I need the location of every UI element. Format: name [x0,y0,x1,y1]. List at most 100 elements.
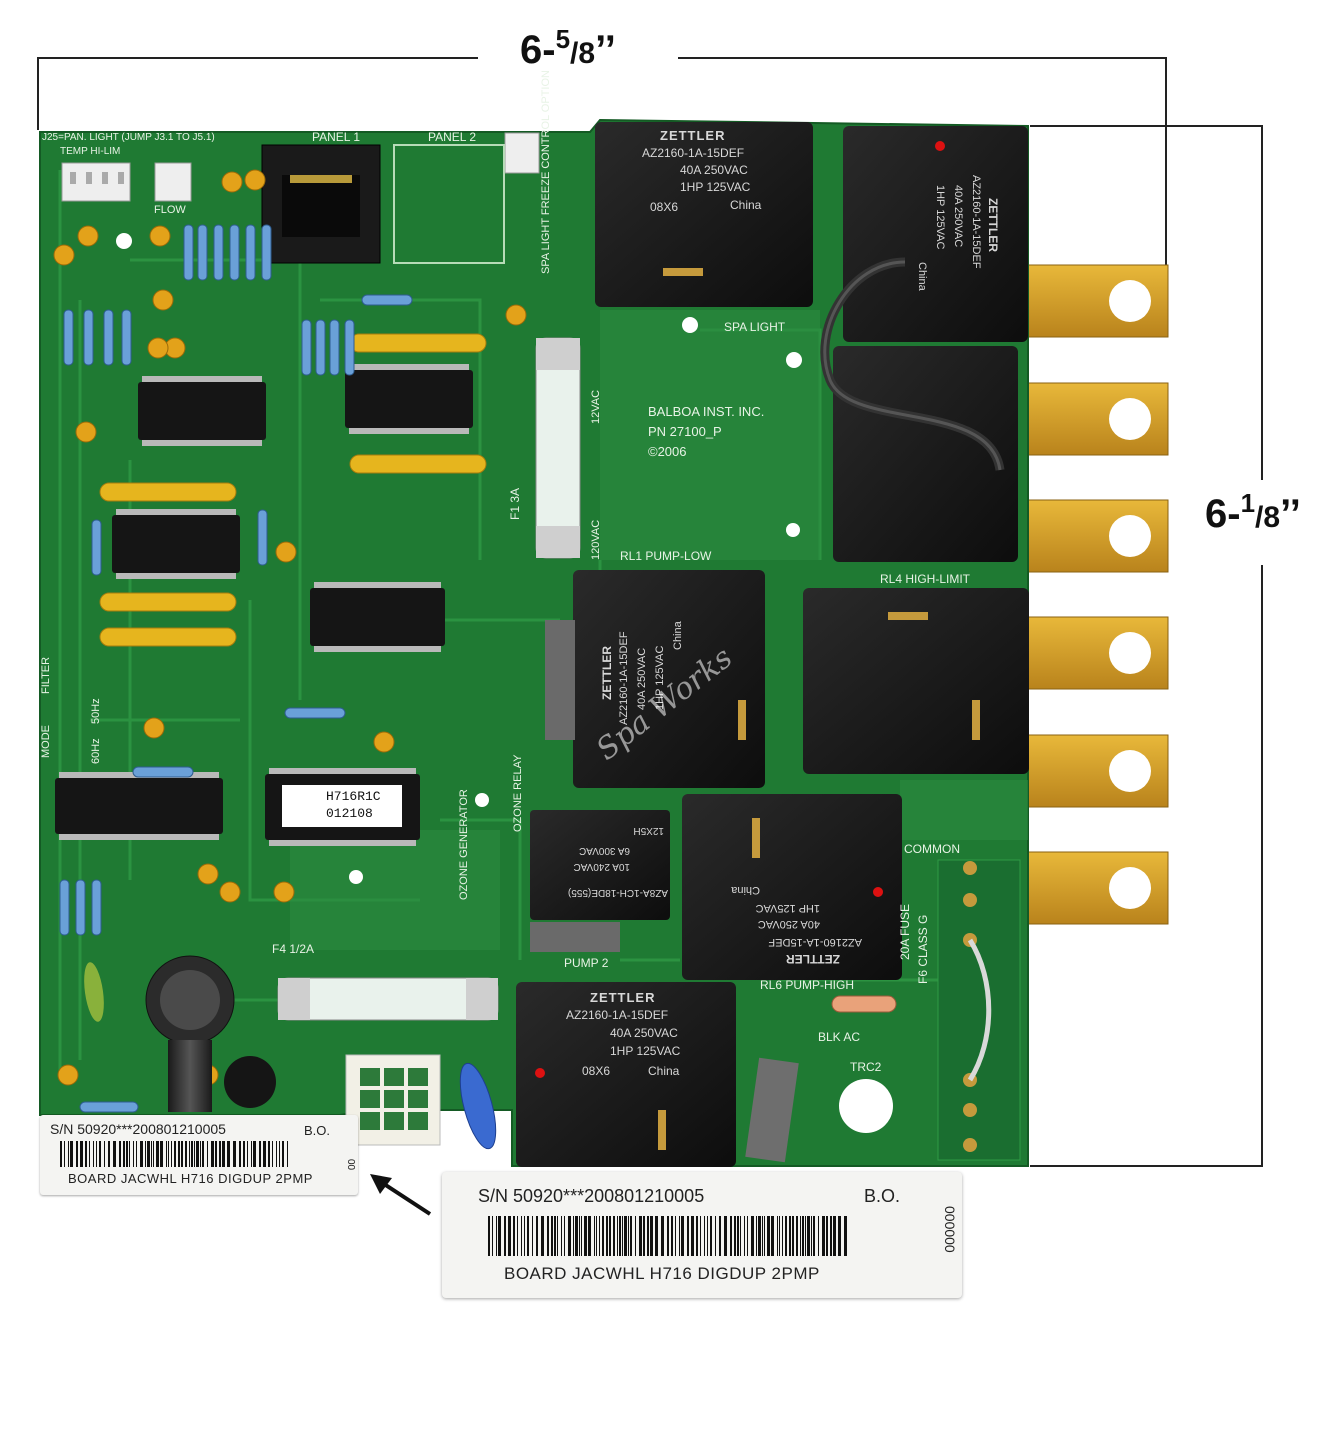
relay-rating-bottom-2: 1HP 125VAC [610,1044,681,1058]
barcode-bar [282,1141,284,1167]
chip-label-line-2: 012108 [326,806,373,821]
barcode-bar [99,1141,101,1167]
barcode-bar [758,1216,761,1256]
barcode-bar [504,1216,506,1256]
barcode-bar [70,1141,73,1167]
dimension-lines [37,57,1263,1167]
barcode-bar [661,1216,664,1256]
barcode-bar [536,1216,538,1256]
barcode-bar [496,1216,497,1256]
barcode-bar [617,1216,618,1256]
ozone-relay-rating-1: 10A 240VAC [573,861,630,872]
barcode-bar [215,1141,217,1167]
barcode-bar [60,1141,62,1167]
fuse-clip-f6 [937,859,1021,1161]
barcode-bar [606,1216,608,1256]
pump-2-label: PUMP 2 [564,956,609,970]
barcode-bar [80,1141,83,1167]
barcode-bar [744,1216,745,1256]
vac-12-label: 12VAC [590,389,602,424]
barcode-bar [276,1141,277,1167]
spa-light-freeze-label: SPA LIGHT FREEZE CONTROL OPTION [540,70,552,274]
resistor-networks [99,333,487,647]
barcode-bar [767,1216,770,1256]
barcode-bar [691,1216,694,1256]
barcode-bar [178,1141,180,1167]
barcode-bar [272,1141,273,1167]
status-code-large: B.O. [864,1186,901,1206]
barcode-bar [253,1141,256,1167]
barcode-bar [650,1216,653,1256]
year-label: ©2006 [648,444,687,459]
barcode-bar [602,1216,604,1256]
ozone-relay-date: 12X5H [633,825,664,836]
barcode-bar [492,1216,493,1256]
mounting-holes [116,233,893,1133]
barcode-bar [588,1216,591,1256]
barcode-bar [96,1141,97,1167]
vac-120-label: 120VAC [590,519,602,560]
barcode-bar [140,1141,143,1167]
barcode-bar [573,1216,574,1256]
barcode-bar [113,1141,116,1167]
barcode-bar [89,1141,90,1167]
relay-rating-upside-2: 1HP 125VAC [755,902,820,914]
barcode-bar [771,1216,774,1256]
hz60-label: 60Hz [90,738,102,764]
barcode-bar [541,1216,544,1256]
relay-rating-rotated-2: 1HP 125VAC [934,185,946,250]
barcode-bar [207,1141,208,1167]
barcode-bar [785,1216,787,1256]
ceramic-capacitors [53,169,527,1086]
barcode-bar [764,1216,765,1256]
electrolytic-capacitor [145,955,276,1112]
barcode-bar [826,1216,828,1256]
barcode-bar [279,1141,280,1167]
barcode-bar [667,1216,669,1256]
barcode-bar [789,1216,791,1256]
barcode-bar [671,1216,673,1256]
barcode-bar [287,1141,288,1167]
barcode-bar [818,1216,819,1256]
barcode-bar [200,1141,201,1167]
resistors [59,224,413,1113]
barcode-bar [233,1141,236,1167]
barcode-bar [251,1141,252,1167]
barcode-bar [730,1216,732,1256]
serial-sticker-large: S/N 50920***200801210005 B.O. BOARD JACW… [442,1172,962,1298]
barcode-bar [704,1216,705,1256]
pump-low-label: RL1 PUMP-LOW [620,549,712,563]
barcode-bar [630,1216,632,1256]
barcode-bar [681,1216,684,1256]
trc2-label: TRC2 [850,1060,882,1074]
barcode-bar [561,1216,562,1256]
fuse-f6-label: 20A FUSE [898,903,912,960]
barcode-bar [181,1141,183,1167]
relay-model-label: AZ2160-1A-15DEF [642,146,745,160]
serial-number: S/N 50920***200801210005 [50,1121,226,1137]
blk-ac-label: BLK AC [818,1030,861,1044]
barcode-bar [675,1216,676,1256]
relay-brand-label-bottom: ZETTLER [590,990,656,1005]
relay-brand-upside: ZETTLER [786,952,840,966]
barcode-bar [554,1216,556,1256]
height-dimension-label: 6-1/8’’ [1205,488,1301,536]
board-description-large: BOARD JACWHL H716 DIGDUP 2PMP [504,1264,820,1283]
relay-model-rotated: AZ2160-1A-15DEF [970,175,982,269]
relay-origin-bottom: China [648,1064,680,1078]
barcode-bar [557,1216,558,1256]
barcode-bar [807,1216,810,1256]
barcode-bar [568,1216,571,1256]
barcode-bar [133,1141,134,1167]
barcode-bar [108,1141,110,1167]
barcode-bar [584,1216,587,1256]
barcode-bar [575,1216,578,1256]
barcode-bar [639,1216,642,1256]
barcode-bar [189,1141,190,1167]
barcode-bar [740,1216,741,1256]
relay-origin-label: China [730,198,762,212]
barcode-bar [751,1216,754,1256]
pump-high-label: RL6 PUMP-HIGH [760,978,855,992]
barcode-bar [513,1216,515,1256]
barcode-bar [160,1141,163,1167]
